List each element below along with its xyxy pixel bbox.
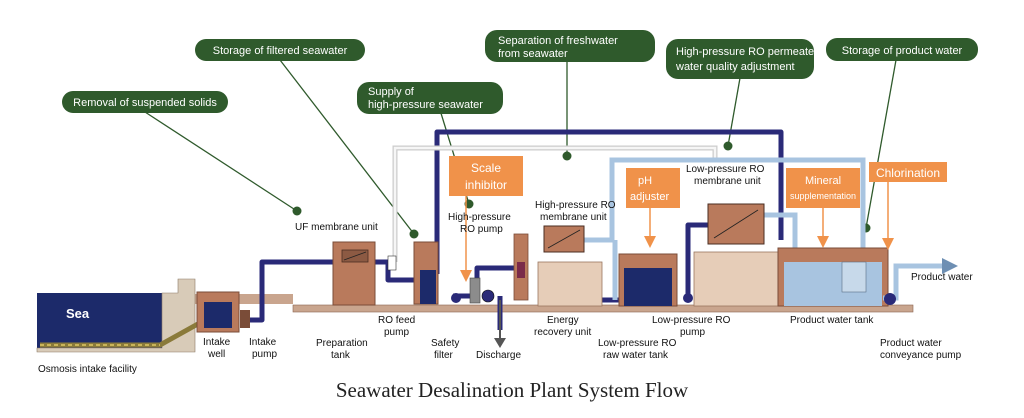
label-lp-pump-2: pump bbox=[680, 327, 705, 338]
chlorination-box: Chlorination bbox=[869, 162, 947, 182]
label-ro-feed-1: RO feed bbox=[378, 315, 415, 326]
filtered-seawater-tank bbox=[413, 241, 439, 305]
hp-ro-membrane-unit bbox=[537, 225, 603, 307]
sea-area: Sea bbox=[36, 278, 196, 353]
ph-line2: adjuster bbox=[630, 191, 669, 203]
label-prep-tank-1: Preparation bbox=[316, 338, 368, 349]
bubble-supply: Supply of high-pressure seawater bbox=[357, 82, 503, 114]
bubble-storage-filtered: Storage of filtered seawater bbox=[195, 39, 365, 61]
label-hp-ro-unit-1: High-pressure RO bbox=[535, 200, 616, 211]
intake-well bbox=[196, 291, 240, 333]
ro-feed-pump-body bbox=[451, 293, 461, 303]
label-safety-filter-1: Safety bbox=[431, 338, 459, 349]
bubble-supply-line1: Supply of bbox=[368, 86, 415, 98]
preparation-tank bbox=[332, 241, 376, 306]
intake-platform bbox=[193, 294, 293, 304]
intake-pump-body bbox=[240, 310, 250, 328]
discharge-arrow bbox=[494, 300, 506, 348]
platform bbox=[292, 304, 914, 313]
bubble-separation-line1: Separation of freshwater bbox=[498, 35, 618, 47]
sea-label: Sea bbox=[66, 306, 90, 321]
label-conveyance-2: conveyance pump bbox=[880, 350, 962, 361]
safety-filter-body bbox=[469, 277, 481, 304]
label-intake-pump-2: pump bbox=[252, 349, 277, 360]
label-hp-ro-pump-1: High-pressure bbox=[448, 212, 511, 223]
label-osmosis-intake: Osmosis intake facility bbox=[38, 364, 137, 375]
scale-line2: inhibitor bbox=[465, 178, 507, 192]
scale-line1: Scale bbox=[471, 161, 501, 175]
label-product-water: Product water bbox=[911, 272, 973, 283]
bubble-hp-adjust: High-pressure RO permeate water quality … bbox=[666, 39, 814, 79]
chlorination-text: Chlorination bbox=[876, 166, 940, 180]
lp-ro-membrane-unit bbox=[693, 203, 787, 307]
ph-line1: pH bbox=[638, 175, 652, 187]
callout-dots bbox=[292, 141, 871, 239]
label-lp-raw-2: raw water tank bbox=[603, 350, 669, 361]
scale-inhibitor-box: Scale inhibitor bbox=[449, 156, 523, 196]
lp-ro-pump-body bbox=[683, 293, 693, 303]
energy-recovery-unit bbox=[513, 233, 529, 301]
bubble-storage-filtered-text: Storage of filtered seawater bbox=[213, 45, 348, 57]
lp-ro-raw-water-tank bbox=[618, 253, 678, 307]
label-product-tank: Product water tank bbox=[790, 315, 874, 326]
label-uf-unit: UF membrane unit bbox=[295, 222, 378, 233]
label-energy-2: recovery unit bbox=[534, 327, 591, 338]
mineral-box: Mineral supplementation bbox=[786, 168, 860, 208]
label-discharge: Discharge bbox=[476, 350, 521, 361]
product-water-arrow bbox=[942, 258, 958, 274]
bubble-storage-product-text: Storage of product water bbox=[842, 45, 963, 57]
bubble-hp-adjust-line2: water quality adjustment bbox=[675, 61, 795, 73]
equipment-labels: Osmosis intake facility Intake well Inta… bbox=[38, 164, 973, 375]
bubble-separation-line2: from seawater bbox=[498, 48, 568, 60]
label-hp-ro-unit-2: membrane unit bbox=[540, 212, 607, 223]
label-ro-feed-2: pump bbox=[384, 327, 409, 338]
callout-leaders bbox=[144, 59, 897, 235]
conveyance-pump-body bbox=[884, 293, 896, 305]
label-lp-unit-1: Low-pressure RO bbox=[686, 164, 765, 175]
bubble-supply-line2: high-pressure seawater bbox=[368, 99, 483, 111]
bubble-hp-adjust-line1: High-pressure RO permeate bbox=[676, 46, 814, 58]
label-lp-unit-2: membrane unit bbox=[694, 176, 761, 187]
bubble-removal: Removal of suspended solids bbox=[62, 91, 228, 113]
intake-pipe bbox=[40, 317, 207, 348]
mineral-line1: Mineral bbox=[805, 175, 841, 187]
label-intake-well-1: Intake bbox=[203, 337, 231, 348]
bubble-removal-text: Removal of suspended solids bbox=[73, 97, 217, 109]
product-water-tank bbox=[777, 247, 889, 307]
label-intake-well-2: well bbox=[207, 349, 225, 360]
label-energy-1: Energy bbox=[547, 315, 579, 326]
label-prep-tank-2: tank bbox=[331, 350, 351, 361]
diagram-caption: Seawater Desalination Plant System Flow bbox=[336, 378, 689, 402]
hp-ro-pump-body bbox=[481, 289, 495, 303]
label-lp-raw-1: Low-pressure RO bbox=[598, 338, 677, 349]
mineral-line2: supplementation bbox=[790, 191, 856, 201]
uf-membrane-unit bbox=[387, 255, 397, 271]
label-hp-ro-pump-2: RO pump bbox=[460, 224, 503, 235]
bubble-storage-product: Storage of product water bbox=[826, 38, 978, 61]
label-intake-pump-1: Intake bbox=[249, 337, 277, 348]
label-conveyance-1: Product water bbox=[880, 338, 942, 349]
label-safety-filter-2: filter bbox=[434, 350, 454, 361]
bubble-separation: Separation of freshwater from seawater bbox=[485, 30, 655, 62]
ph-adjuster-box: pH adjuster bbox=[626, 168, 680, 208]
label-lp-pump-1: Low-pressure RO bbox=[652, 315, 731, 326]
